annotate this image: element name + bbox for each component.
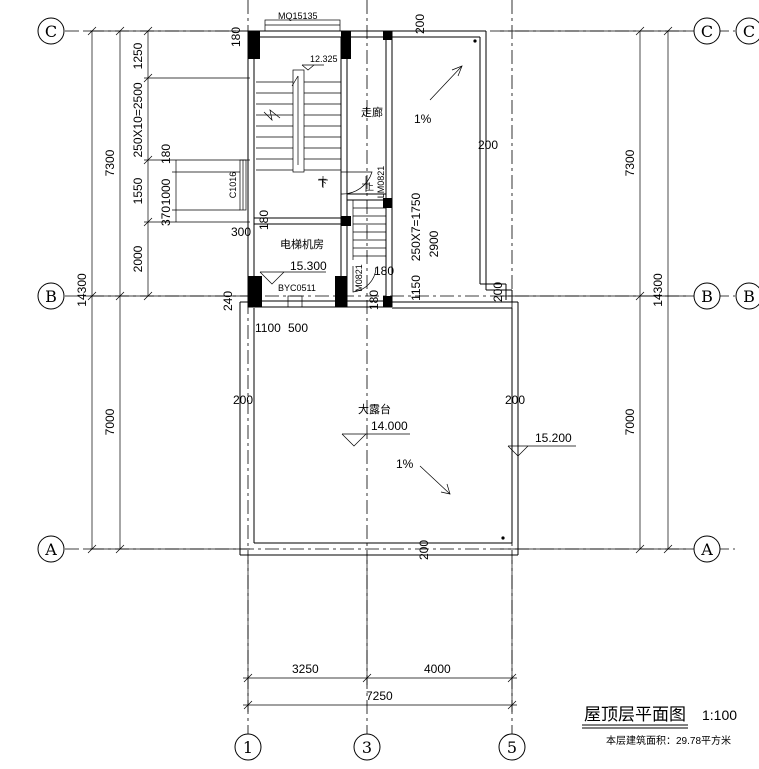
dim-3250: 3250: [292, 662, 319, 676]
level-parapet: 15.200: [535, 431, 572, 445]
dim-180-top: 180: [229, 27, 243, 47]
axis-label-1: 1: [243, 738, 253, 757]
drawing-title: 屋顶层平面图: [584, 705, 686, 724]
door-right-label: LM0821: [376, 166, 386, 199]
axis-label-c-left: C: [45, 22, 57, 41]
axis-lines: [65, 0, 735, 735]
area-note: 本层建筑面积：29.78平方米: [606, 734, 731, 747]
dim-text-bottom: 3250 4000 7250: [292, 662, 451, 703]
dim-1000: 1000: [159, 178, 173, 205]
dim-text-right: 7300 14300 7000: [623, 149, 665, 435]
axis-bubble-b-far-right: [735, 282, 759, 310]
axis-bubble-1: [234, 733, 262, 761]
dimension-lines-bottom: [243, 560, 517, 712]
window-top-label: MQ15135: [278, 11, 318, 21]
axis-bubble-5: [498, 733, 526, 761]
dim-7300-right: 7300: [623, 149, 637, 176]
room-corridor: 走廊: [361, 105, 383, 119]
dim-240: 240: [221, 291, 235, 311]
dim-stair-2900: 2900: [427, 230, 441, 257]
axis-label-b-right: B: [701, 287, 713, 306]
level-stair-top: 12.325: [310, 54, 338, 64]
slope-upper: 1%: [414, 112, 432, 126]
window-left-label: C1016: [228, 172, 238, 199]
axis-labels: C B A C B A C B 1 3 5: [44, 22, 755, 757]
axis-bubble-b-right: [693, 282, 721, 310]
axis-label-b-far-right: B: [743, 287, 755, 306]
door-small-label: M0821: [354, 264, 364, 292]
dim-1100: 1100: [255, 321, 281, 335]
axis-bubble-a-left: [37, 535, 65, 563]
stair-core-walls: [247, 30, 393, 308]
level-elevator: 15.300: [290, 259, 327, 273]
dim-180-low: 180: [374, 264, 394, 278]
dim-200-bottom: 200: [417, 540, 431, 560]
dim-370: 370: [159, 206, 173, 226]
axis-bubble-a-right: [693, 535, 721, 563]
dim-14300-left: 14300: [75, 273, 89, 307]
dimension-lines-left: [86, 26, 250, 554]
dim-stair-1150: 1150: [409, 275, 423, 301]
dim-1250: 1250: [131, 42, 145, 69]
axis-label-3: 3: [362, 738, 372, 757]
dim-200-left: 200: [233, 393, 253, 407]
dim-180-low2: 180: [367, 290, 381, 310]
dimension-lines-right: [500, 26, 690, 554]
dim-200-right: 200: [478, 138, 498, 152]
dim-7300-left: 7300: [103, 149, 117, 176]
dim-7250: 7250: [366, 689, 393, 703]
axis-label-a-right: A: [700, 540, 713, 559]
axis-bubble-3: [353, 733, 381, 761]
room-elevator: 电梯机房: [280, 237, 324, 251]
dim-text-left: 1250 250X10=2500 180 1000 370 1550 2000 …: [75, 42, 173, 435]
terrace-outline: [239, 301, 519, 556]
dim-7000-right: 7000: [623, 408, 637, 435]
dim-text-walls: 180 180 300 240 180 180 1100 500 200 200…: [221, 14, 525, 560]
dim-180-mid: 180: [257, 210, 271, 230]
title-block: 屋顶层平面图 1:100 本层建筑面积：29.78平方米: [582, 705, 737, 747]
dim-stair-1750: 250X7=1750: [409, 192, 423, 261]
axis-bubble-b-left: [37, 282, 65, 310]
doors: [239, 19, 377, 308]
slope-lower: 1%: [396, 457, 414, 471]
axis-label-c-right: C: [701, 22, 713, 41]
dim-7000-left: 7000: [103, 408, 117, 435]
dim-200-corner: 200: [491, 282, 505, 302]
level-terrace: 14.000: [371, 419, 408, 433]
dim-500: 500: [288, 321, 308, 335]
dim-2500: 250X10=2500: [131, 82, 145, 157]
dim-200-terrace-right: 200: [505, 393, 525, 407]
dim-14300-right: 14300: [651, 273, 665, 307]
dim-200-top: 200: [413, 14, 427, 34]
dim-180-left: 180: [159, 144, 173, 164]
stair-down-label: 下: [318, 178, 327, 188]
axis-label-a-left: A: [44, 540, 57, 559]
dim-2000: 2000: [131, 245, 145, 272]
dim-4000: 4000: [424, 662, 451, 676]
stair-flight: [256, 69, 386, 260]
room-terrace: 大露台: [358, 402, 391, 416]
axis-label-b-left: B: [45, 287, 57, 306]
annotations: [259, 64, 576, 495]
room-labels: 走廊 电梯机房 大露台 1% 1% 15.300 14.000 15.200 1…: [228, 11, 572, 471]
axis-bubble-c-left: [37, 17, 65, 45]
axis-bubbles: [37, 17, 759, 761]
axis-bubble-c-far-right: [735, 17, 759, 45]
dim-1550: 1550: [131, 177, 145, 204]
upper-roof-outline: [392, 30, 513, 302]
vent-label: BYC0511: [278, 283, 316, 293]
axis-bubble-c-right: [693, 17, 721, 45]
axis-label-c-far-right: C: [743, 22, 755, 41]
axis-label-5: 5: [507, 738, 517, 757]
drawing-scale: 1:100: [702, 707, 737, 723]
stair-up-label: 上: [365, 182, 374, 192]
dim-300: 300: [231, 225, 251, 239]
